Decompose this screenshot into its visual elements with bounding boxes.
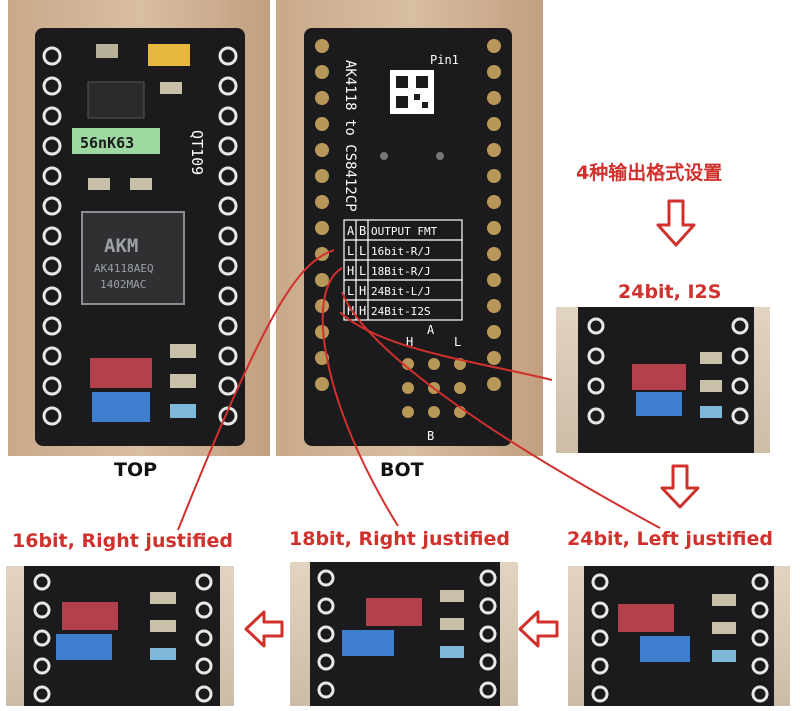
table-cell: L	[359, 264, 366, 278]
jumper-blue	[640, 636, 690, 662]
jumper-blue	[636, 392, 682, 416]
table-cell: 16bit-R/J	[371, 245, 431, 258]
tantalum-capacitor	[148, 44, 190, 66]
photo-24bit-lj	[568, 566, 790, 706]
smd-part	[170, 374, 196, 388]
smd-part	[130, 178, 152, 190]
table-cell: L	[347, 284, 354, 298]
bottom-board-photo: AK4118 to CS8412CP Pin1 A B OUTPUT FMT L…	[276, 0, 543, 456]
table-head-a: A	[347, 224, 355, 238]
top-board-left-pins	[42, 46, 62, 426]
table-cell: 24Bit-L/J	[371, 285, 431, 298]
oscillator	[72, 128, 160, 154]
board-id: QT109	[188, 130, 206, 175]
bottom-board-title: AK4118 to CS8412CP	[342, 60, 358, 212]
heading-output-formats: 4种输出格式设置	[576, 162, 723, 184]
connector-16bit	[177, 249, 335, 531]
photo-24bit-i2s	[556, 307, 770, 453]
bottom-board-left-pins	[315, 39, 329, 391]
chip-brand: AKM	[104, 235, 138, 257]
table-cell: 24Bit-I2S	[371, 305, 431, 318]
smd-part	[170, 404, 196, 418]
jumper-red	[366, 598, 422, 626]
label-24bit-lj: 24bit, Left justified	[567, 528, 773, 550]
table-cell: L	[359, 244, 366, 258]
table-cell: 18Bit-R/J	[371, 265, 431, 278]
connector-lines	[177, 249, 661, 531]
jumper-blue	[56, 634, 112, 660]
label-16bit-rj: 16bit, Right justified	[12, 530, 233, 552]
jumper-red	[618, 604, 674, 632]
connector-24bit-lj	[341, 291, 661, 529]
connector-18bit	[321, 267, 399, 527]
bottom-board-right-pins	[487, 39, 501, 391]
photo-16bit-rj	[6, 566, 234, 706]
akm-chip: AKM AK4118AEQ 1402MAC	[81, 211, 185, 305]
arrow-down-icon	[656, 199, 696, 247]
chip-part: AK4118AEQ	[94, 262, 154, 275]
oscillator-label: 56nK63	[80, 134, 134, 152]
chip-code: 1402MAC	[100, 278, 146, 291]
side-l-label: L	[454, 335, 461, 349]
table-cell: H	[347, 304, 354, 318]
table-cell: H	[347, 264, 354, 278]
jumper-b-label: B	[427, 429, 434, 443]
jumper-red	[62, 602, 118, 630]
format-table: A B OUTPUT FMT L L 16bit-R/J H L 18Bit-R…	[343, 219, 463, 321]
table-head-b: B	[359, 224, 366, 238]
smd-capacitor	[96, 44, 118, 58]
jumper-b-blue	[92, 392, 150, 422]
photo-18bit-rj	[290, 562, 518, 706]
jumper-blue	[342, 630, 394, 656]
jumper-a-red	[90, 358, 152, 388]
arrow-left-icon	[518, 610, 559, 648]
label-top: TOP	[114, 459, 158, 481]
label-18bit-rj: 18bit, Right justified	[289, 528, 510, 550]
small-chip	[87, 81, 145, 119]
smd-part	[88, 178, 110, 190]
connector-24bit-i2s	[339, 311, 553, 381]
arrow-down-icon	[660, 464, 700, 509]
smd-part	[160, 82, 182, 94]
pin1-label: Pin1	[430, 53, 459, 67]
arrow-left-icon	[244, 610, 284, 648]
jumper-a-label: A	[427, 323, 435, 337]
table-cell: L	[347, 244, 354, 258]
table-head-fmt: OUTPUT FMT	[371, 225, 438, 238]
side-h-label: H	[406, 335, 413, 349]
table-cell: H	[359, 304, 366, 318]
table-cell: H	[359, 284, 366, 298]
jumper-red	[632, 364, 686, 390]
label-24bit-i2s: 24bit, I2S	[618, 281, 722, 303]
smd-part	[170, 344, 196, 358]
jumper-pads	[402, 358, 466, 418]
label-bot: BOT	[380, 459, 424, 481]
top-board-photo: 56nK63 QT109 AKM AK4118AEQ 1402MAC	[8, 0, 270, 456]
